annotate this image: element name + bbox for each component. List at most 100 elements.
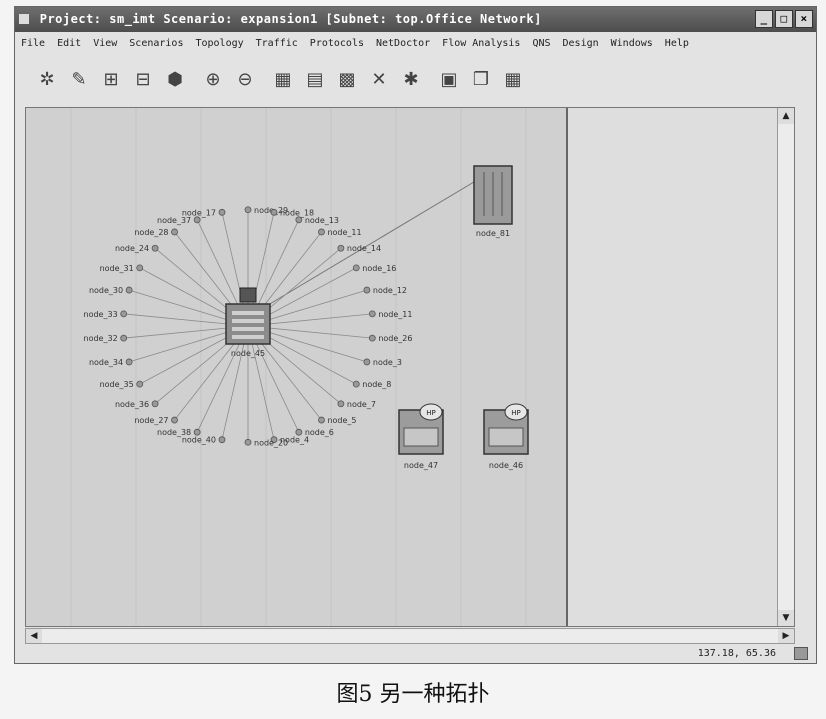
menu-scenarios[interactable]: Scenarios [129, 37, 184, 49]
ring-node-icon[interactable] [193, 428, 201, 436]
title-bar: Project: sm_imt Scenario: expansion1 [Su… [15, 7, 816, 32]
menu-help[interactable]: Help [664, 37, 689, 49]
ring-node-icon[interactable] [270, 436, 278, 444]
minimize-button[interactable]: _ [755, 10, 773, 28]
horizontal-scrollbar[interactable]: ◀ ▶ [25, 628, 795, 644]
hide-graphs-icon[interactable]: ✕ [371, 68, 387, 90]
ring-node-icon[interactable] [171, 228, 178, 236]
cascade-icon[interactable]: ❐ [472, 68, 490, 90]
ring-node-icon[interactable] [337, 400, 345, 408]
status-indicator-icon[interactable] [794, 647, 808, 660]
ring-node-label: node_3 [373, 358, 402, 367]
ring-node-label: node_5 [327, 416, 356, 425]
ring-node-icon[interactable] [218, 436, 226, 444]
ring-node-icon[interactable] [363, 286, 371, 294]
device-right-badge-icon [504, 403, 528, 421]
system-menu-icon[interactable] [19, 14, 29, 24]
toolbar: ✲ ✎ ⊞ ⊟ ⬢ ⊕ ⊖ ▦ ▤ ▩ ✕ ✱ ▣ ❐ ▦ [15, 54, 816, 104]
ring-node-icon[interactable] [151, 400, 159, 408]
menu-protocols[interactable]: Protocols [309, 37, 364, 49]
ring-node-icon[interactable] [352, 380, 360, 388]
ring-node-icon[interactable] [171, 416, 178, 424]
scroll-right-icon[interactable]: ▶ [778, 629, 794, 643]
status-bar: 137.18, 65.36 [15, 645, 816, 663]
ring-node-label: node_12 [373, 286, 407, 295]
scroll-down-icon[interactable]: ▼ [778, 610, 794, 626]
view-results-icon[interactable]: ▩ [338, 68, 356, 90]
flow-icon[interactable]: ✱ [403, 68, 419, 90]
ring-node-icon[interactable] [337, 244, 345, 252]
ring-node-label: node_26 [378, 334, 412, 343]
ring-node-icon[interactable] [120, 334, 128, 342]
menu-topology[interactable]: Topology [195, 37, 244, 49]
ring-node-icon[interactable] [295, 428, 303, 436]
menu-flow-analysis[interactable]: Flow Analysis [442, 37, 521, 49]
check-links-icon[interactable]: ✎ [71, 68, 87, 90]
menu-qns[interactable]: QNS [532, 37, 551, 49]
scroll-left-icon[interactable]: ◀ [26, 629, 42, 643]
ring-node-icon[interactable] [295, 216, 303, 224]
menu-design[interactable]: Design [562, 37, 599, 49]
ring-node-icon[interactable] [244, 438, 252, 446]
ring-node-icon[interactable] [136, 264, 144, 272]
zoom-in-icon[interactable]: ⊕ [205, 68, 221, 90]
ring-node-label: node_6 [305, 428, 334, 437]
link-hub-server[interactable] [257, 172, 490, 312]
ring-node-icon[interactable] [368, 334, 376, 342]
ring-node-icon[interactable] [125, 358, 133, 366]
menu-edit[interactable]: Edit [57, 37, 82, 49]
tile-icon[interactable]: ▣ [440, 68, 458, 90]
scroll-up-icon[interactable]: ▲ [778, 108, 794, 124]
menu-netdoctor[interactable]: NetDoctor [375, 37, 431, 49]
configure-sim-icon[interactable]: ▦ [274, 68, 292, 90]
run-sim-icon[interactable]: ▤ [306, 68, 324, 90]
device-right-label: node_46 [489, 461, 523, 470]
link-spoke [247, 325, 275, 440]
ring-node-icon[interactable] [363, 358, 371, 366]
ring-node-label: node_38 [157, 428, 191, 437]
ring-node-icon[interactable] [218, 208, 226, 216]
hub-label: node_45 [231, 349, 265, 358]
return-parent-icon[interactable]: ⬢ [167, 68, 183, 90]
ring-node-icon[interactable] [136, 380, 144, 388]
close-button[interactable]: × [795, 10, 813, 28]
ring-node-icon[interactable] [151, 244, 159, 252]
fail-node-icon[interactable]: ⊞ [103, 68, 119, 90]
open-palette-icon[interactable]: ✲ [39, 68, 55, 90]
ring-node-label: node_13 [305, 216, 339, 225]
ring-node-icon[interactable] [244, 206, 252, 214]
menu-file[interactable]: File [21, 37, 46, 49]
ring-node-icon[interactable] [368, 310, 376, 318]
vertical-scrollbar[interactable]: ▲ ▼ [777, 108, 794, 626]
ring-node-label: node_16 [362, 264, 396, 273]
ring-node-label: node_32 [84, 334, 118, 343]
device-right-panel [488, 427, 524, 447]
ring-node-icon[interactable] [193, 216, 201, 224]
ring-node-icon[interactable] [318, 228, 325, 236]
ring-node-label: node_37 [157, 216, 191, 225]
ring-node-label: node_7 [347, 400, 376, 409]
ring-node-label: node_18 [280, 208, 314, 217]
ring-node-icon[interactable] [270, 208, 278, 216]
ring-node-icon[interactable] [120, 310, 128, 318]
ring-node-label: node_14 [347, 244, 381, 253]
ring-node-icon[interactable] [318, 416, 325, 424]
ring-node-label: node_33 [84, 310, 118, 319]
menu-windows[interactable]: Windows [610, 37, 653, 49]
server-label: node_81 [476, 229, 510, 238]
recover-node-icon[interactable]: ⊟ [135, 68, 151, 90]
ring-node-label: node_24 [115, 244, 149, 253]
zoom-out-icon[interactable]: ⊖ [237, 68, 253, 90]
grid-icon[interactable]: ▦ [504, 68, 522, 90]
menu-traffic[interactable]: Traffic [255, 37, 298, 49]
ring-node-icon[interactable] [125, 286, 133, 294]
ring-node-label: node_29 [254, 206, 288, 215]
menu-view[interactable]: View [93, 37, 118, 49]
ring-node-icon[interactable] [352, 264, 360, 272]
maximize-button[interactable]: □ [775, 10, 793, 28]
ring-node-label: node_34 [89, 358, 123, 367]
ring-node-label: node_11 [327, 228, 361, 237]
